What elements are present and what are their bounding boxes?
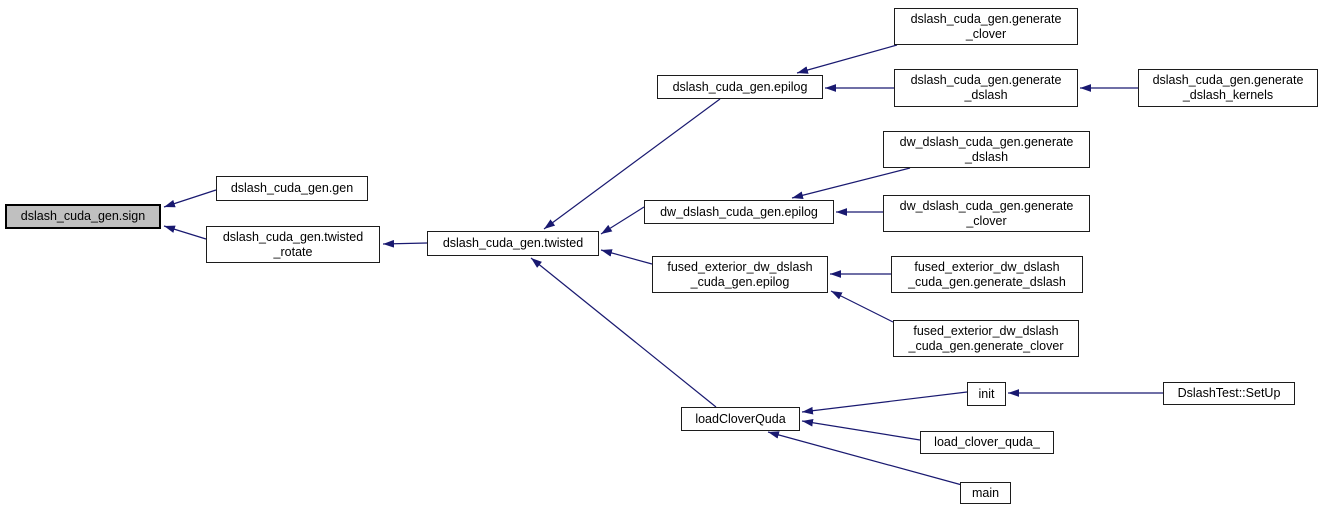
edge-dw-generate-dslash-to-dw-epilog <box>791 167 911 200</box>
edge-init-to-loadcloverquda <box>801 391 968 415</box>
node-main[interactable]: main <box>960 482 1011 504</box>
node-dslash-cuda-gen-twisted[interactable]: dslash_cuda_gen.twisted <box>427 231 599 256</box>
edge-fused-generate-clover-to-fused-epilog <box>830 290 894 323</box>
node-dw-dslash-cuda-gen-generate-clover[interactable]: dw_dslash_cuda_gen.generate _clover <box>883 195 1090 232</box>
node-dslash-cuda-gen-generate-clover[interactable]: dslash_cuda_gen.generate _clover <box>894 8 1078 45</box>
edge-fused-epilog-to-twisted <box>600 249 653 265</box>
node-dslash-cuda-gen-sign: dslash_cuda_gen.sign <box>5 204 161 229</box>
edge-load-clover-quda-to-loadcloverquda <box>801 418 921 441</box>
edge-twisted-to-twisted-rotate <box>382 239 428 248</box>
node-dslash-cuda-gen-twisted-rotate[interactable]: dslash_cuda_gen.twisted _rotate <box>206 226 380 263</box>
edge-loadcloverquda-to-twisted <box>530 257 717 408</box>
node-dw-dslash-cuda-gen-epilog[interactable]: dw_dslash_cuda_gen.epilog <box>644 200 834 224</box>
node-load-clover-quda-underscore[interactable]: load_clover_quda_ <box>920 431 1054 454</box>
edge-twisted-rotate-to-sign <box>163 225 207 240</box>
node-fused-exterior-dw-dslash-cuda-gen-epilog[interactable]: fused_exterior_dw_dslash _cuda_gen.epilo… <box>652 256 828 293</box>
node-dslash-cuda-gen-generate-dslash[interactable]: dslash_cuda_gen.generate _dslash <box>894 69 1078 107</box>
edge-generate-clover-to-epilog <box>796 44 898 74</box>
edge-dw-epilog-to-twisted <box>600 206 645 235</box>
edge-epilog-to-twisted <box>543 98 721 230</box>
node-dslash-cuda-gen-generate-dslash-kernels[interactable]: dslash_cuda_gen.generate _dslash_kernels <box>1138 69 1318 107</box>
node-loadcloverquda[interactable]: loadCloverQuda <box>681 407 800 431</box>
node-init[interactable]: init <box>967 382 1006 406</box>
edge-main-to-loadcloverquda <box>767 431 963 486</box>
node-dslash-cuda-gen-epilog[interactable]: dslash_cuda_gen.epilog <box>657 75 823 99</box>
edge-gen-to-sign <box>163 189 217 208</box>
node-dslashtest-setup[interactable]: DslashTest::SetUp <box>1163 382 1295 405</box>
node-fused-exterior-dw-dslash-cuda-gen-generate-clover[interactable]: fused_exterior_dw_dslash _cuda_gen.gener… <box>893 320 1079 357</box>
node-dw-dslash-cuda-gen-generate-dslash[interactable]: dw_dslash_cuda_gen.generate _dslash <box>883 131 1090 168</box>
node-fused-exterior-dw-dslash-cuda-gen-generate-dslash[interactable]: fused_exterior_dw_dslash _cuda_gen.gener… <box>891 256 1083 293</box>
node-dslash-cuda-gen-gen[interactable]: dslash_cuda_gen.gen <box>216 176 368 201</box>
